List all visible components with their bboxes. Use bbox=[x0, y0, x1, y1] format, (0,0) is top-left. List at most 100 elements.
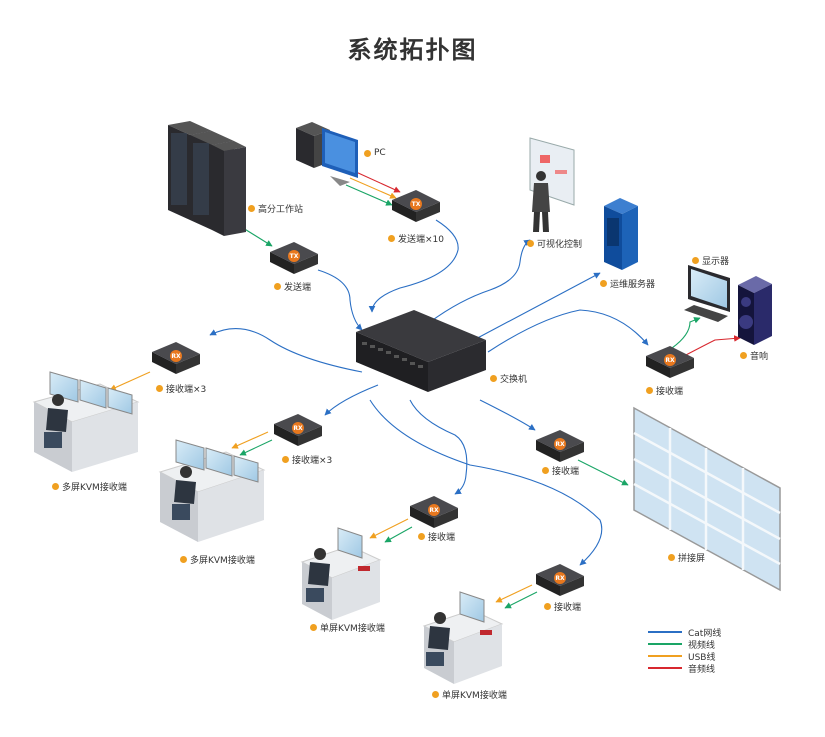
rx-tag: RX bbox=[429, 507, 439, 514]
cable-switch-rx3a bbox=[209, 328, 363, 373]
video-pc-tx10 bbox=[345, 184, 393, 206]
cable-switch-visual bbox=[429, 239, 531, 323]
label-video-wall: 拼接屏 bbox=[668, 551, 705, 564]
ops-server bbox=[604, 198, 638, 270]
label-ops-server: 运维服务器 bbox=[600, 277, 655, 290]
rx-tag: RX bbox=[665, 357, 675, 364]
usb-rx3b bbox=[231, 431, 269, 449]
rx-tag: RX bbox=[293, 425, 303, 432]
marker-dot bbox=[248, 205, 255, 212]
page-title: 系统拓扑图 bbox=[347, 36, 478, 64]
tx10-label: 发送端×10 bbox=[398, 235, 444, 245]
rx3-b-label: 接收端×3 bbox=[292, 456, 333, 466]
marker-dot bbox=[490, 375, 497, 382]
label-visual: 可视化控制 bbox=[527, 237, 582, 250]
marker-dot bbox=[52, 483, 59, 490]
label-tx: 发送端 bbox=[274, 280, 311, 293]
cable-tx10-switch bbox=[368, 219, 459, 313]
cable-switch-rxright bbox=[487, 309, 649, 353]
single-kvm-desk-a bbox=[300, 527, 382, 620]
legend-item-cat: Cat网线 bbox=[648, 626, 722, 639]
marker-dot bbox=[418, 533, 425, 540]
usb-rxsinglea bbox=[369, 518, 409, 539]
cable-switch-rxsinglea bbox=[409, 399, 468, 495]
tx-tag: TX bbox=[412, 201, 421, 208]
rx-tag: RX bbox=[555, 575, 565, 582]
marker-dot bbox=[282, 456, 289, 463]
marker-dot bbox=[600, 280, 607, 287]
rx-tag: RX bbox=[555, 441, 565, 448]
cat-cables bbox=[209, 219, 649, 566]
label-multi-kvm-a: 多屏KVM接收端 bbox=[52, 480, 127, 493]
monitor-label: 显示器 bbox=[702, 257, 730, 267]
switch-label: 交换机 bbox=[500, 375, 528, 385]
legend-item-usb: USB线 bbox=[648, 650, 721, 663]
tx-box-tx bbox=[270, 242, 318, 274]
tx-label: 发送端 bbox=[284, 283, 312, 293]
marker-dot bbox=[527, 240, 534, 247]
single-kvm-a-label: 单屏KVM接收端 bbox=[320, 624, 385, 634]
legend: Cat网线 视频线 USB线 音频线 bbox=[648, 626, 722, 675]
label-switch: 交换机 bbox=[490, 372, 527, 385]
single-kvm-desk-b bbox=[422, 591, 504, 684]
switch-device bbox=[356, 310, 486, 392]
label-multi-kvm-b: 多屏KVM接收端 bbox=[180, 553, 255, 566]
video-rxwall-wall bbox=[577, 459, 629, 486]
label-rx-single-b: 接收端 bbox=[544, 600, 581, 613]
marker-dot bbox=[668, 554, 675, 561]
multi-kvm-a-label: 多屏KVM接收端 bbox=[62, 483, 127, 493]
pc-label: PC bbox=[374, 148, 386, 158]
label-rx-single-a: 接收端 bbox=[418, 530, 455, 543]
video-rx3b bbox=[239, 439, 273, 456]
legend-label: 视频线 bbox=[688, 640, 716, 651]
audio-pc-tx10 bbox=[355, 171, 401, 193]
multi-kvm-desk-a bbox=[32, 371, 140, 472]
marker-dot bbox=[274, 283, 281, 290]
label-workstation: 高分工作站 bbox=[248, 202, 303, 215]
rx-wall-label: 接收端 bbox=[552, 467, 580, 477]
usb-rx3a bbox=[109, 371, 151, 391]
video-wall bbox=[633, 406, 781, 592]
single-kvm-b-label: 单屏KVM接收端 bbox=[442, 691, 507, 701]
usb-pc-tx10 bbox=[349, 177, 397, 199]
label-speaker: 音响 bbox=[740, 349, 768, 362]
multi-kvm-b-label: 多屏KVM接收端 bbox=[190, 556, 255, 566]
visual-control bbox=[529, 137, 575, 232]
cable-switch-rxwall bbox=[479, 399, 536, 431]
rx3-a-label: 接收端×3 bbox=[166, 385, 207, 395]
tx-box-tx10 bbox=[392, 190, 440, 222]
label-single-kvm-b: 单屏KVM接收端 bbox=[432, 688, 507, 701]
video-wall-label: 拼接屏 bbox=[678, 554, 706, 564]
video-rxsinglea bbox=[384, 526, 413, 543]
legend-label: Cat网线 bbox=[688, 628, 722, 639]
legend-label: USB线 bbox=[688, 652, 716, 663]
marker-dot bbox=[646, 387, 653, 394]
cable-switch-rx3b bbox=[324, 384, 379, 416]
cable-switch-ops bbox=[469, 272, 601, 343]
label-rx3-a: 接收端×3 bbox=[156, 382, 206, 395]
workstation-racks bbox=[168, 121, 246, 236]
marker-dot bbox=[310, 624, 317, 631]
signal-cables bbox=[109, 171, 741, 609]
tx-tag: TX bbox=[290, 253, 299, 260]
speaker-label: 音响 bbox=[750, 352, 769, 362]
audio-rxright-speaker bbox=[683, 335, 741, 357]
video-ws-tx bbox=[242, 227, 273, 247]
rx-boxes bbox=[152, 342, 694, 596]
cable-tx-switch bbox=[317, 269, 363, 331]
video-rxright-monitor bbox=[671, 317, 701, 349]
speaker-device bbox=[738, 276, 772, 345]
marker-dot bbox=[542, 467, 549, 474]
ops-server-label: 运维服务器 bbox=[610, 280, 656, 290]
legend-swatch bbox=[648, 667, 682, 669]
marker-dot bbox=[388, 235, 395, 242]
marker-dot bbox=[180, 556, 187, 563]
rx-single-b-label: 接收端 bbox=[554, 603, 582, 613]
visual-label: 可视化控制 bbox=[537, 240, 583, 250]
rx-single-a-label: 接收端 bbox=[428, 533, 456, 543]
usb-rxsingleb bbox=[495, 584, 533, 603]
video-rxsingleb bbox=[504, 591, 538, 609]
label-monitor: 显示器 bbox=[692, 254, 729, 267]
